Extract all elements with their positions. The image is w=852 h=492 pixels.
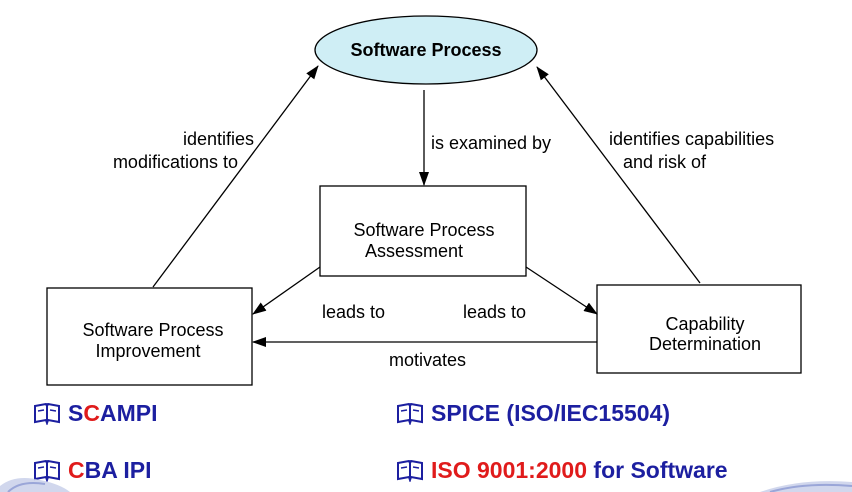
edge-label-motivates: motivates [389,350,466,370]
node-improvement: Software Process Improvement [46,287,253,386]
edge-label-identifies-capabilities: identifies capabilities [609,129,774,149]
edge-improvement-to-process [152,65,319,288]
node-improvement-line2: Improvement [95,341,200,361]
edge-capability-to-process [536,66,701,284]
node-assessment-line2: Assessment [365,241,463,261]
node-software-process: Software Process [314,15,538,85]
node-capability: Capability Determination [596,284,802,374]
edge-label-identifies: identifies [183,129,254,149]
node-capability-line1: Capability [665,314,744,334]
edge-label-leads-to-left: leads to [322,302,385,322]
node-assessment-line1: Software Process [353,220,494,240]
node-assessment: Software Process Assessment [319,185,527,277]
node-capability-line2: Determination [649,334,761,354]
node-improvement-line1: Software Process [82,320,223,340]
edge-label-and-risk-of: and risk of [623,152,707,172]
node-software-process-label: Software Process [350,40,501,60]
edge-assessment-to-capability [525,266,598,315]
edge-label-modifications-to: modifications to [113,152,238,172]
edge-assessment-to-improvement [252,266,321,315]
edge-label-is-examined-by: is examined by [431,133,551,153]
edge-label-leads-to-right: leads to [463,302,526,322]
